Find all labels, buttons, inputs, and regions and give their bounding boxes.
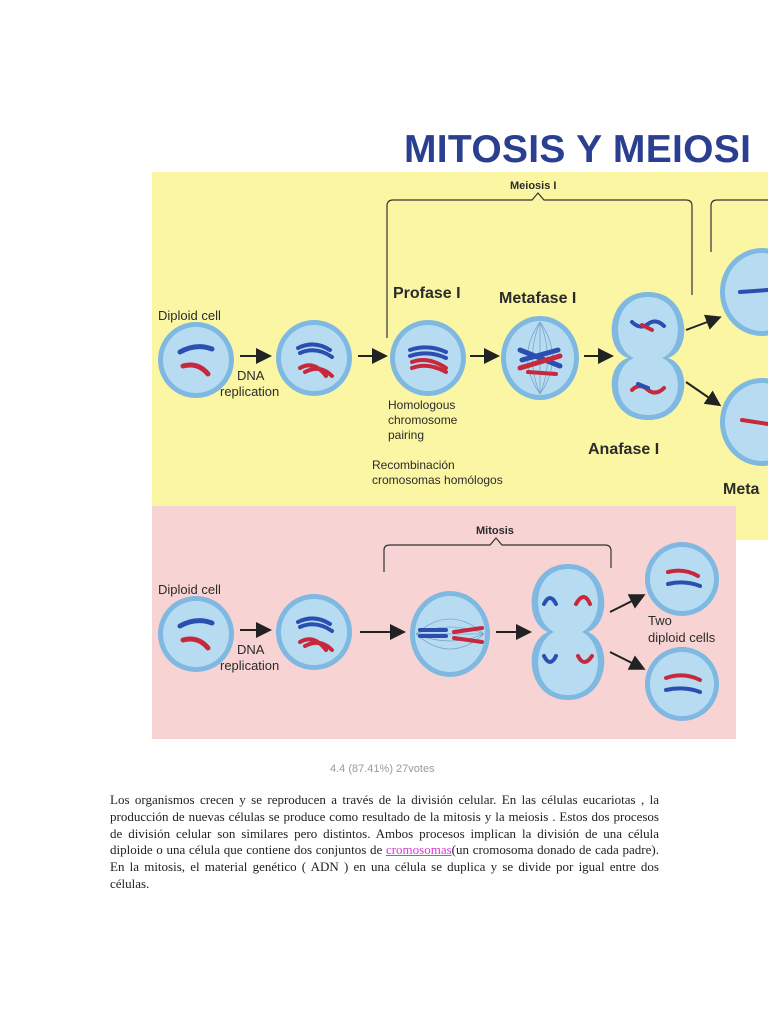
- article-part-1: Los organismos crecen y se reproducen a …: [110, 792, 659, 858]
- mitosis-diploid-cell: [158, 596, 234, 672]
- mitosis-replicated-cell: [276, 594, 352, 670]
- mitosis-dna-label: DNA: [237, 642, 265, 657]
- meiosis-dna-label: DNA: [237, 368, 265, 383]
- meiosis-ii-bracket: [710, 199, 768, 252]
- mitosis-replication-label: replication: [220, 658, 279, 673]
- diploid-cells-label: diploid cells: [648, 630, 716, 645]
- meiosis-diploid-label: Diploid cell: [158, 308, 221, 323]
- mitosis-diploid-label: Diploid cell: [158, 582, 221, 597]
- two-label: Two: [648, 613, 672, 628]
- metafase-ii-label-cut: Meta: [723, 481, 760, 498]
- anafase-label: Anafase I: [588, 441, 659, 458]
- meiosis-bracket: [386, 192, 693, 338]
- meiosis-daughter-cell-bottom: [720, 378, 768, 466]
- meiosis-anaphase-cell: [611, 292, 685, 420]
- cromosomas-link[interactable]: cromosomas: [385, 842, 452, 858]
- metafase-label: Metafase I: [499, 290, 576, 307]
- meiosis-pairing-cell: [390, 320, 466, 396]
- meiosis-replicated-cell: [276, 320, 352, 396]
- mitosis-header: Mitosis: [476, 525, 514, 537]
- article-part-2: (un cromosoma donado de cada padre). En …: [110, 842, 659, 891]
- mitosis-meiosis-diagram: Meiosis I Diploid cell DNA replication P…: [158, 180, 768, 721]
- mitosis-anaphase-cell: [531, 564, 605, 700]
- meiosis-replication-label: replication: [220, 384, 279, 399]
- meiosis-metaphase-cell: [501, 316, 579, 400]
- mitosis-metaphase-cell: [410, 591, 490, 677]
- mitosis-daughter-cell-top: [645, 542, 719, 616]
- homologous-label: Homologous: [388, 398, 455, 412]
- meiosis-daughter-cell-top: [720, 248, 768, 336]
- profase-label: Profase I: [393, 285, 461, 302]
- recomb-label-1: Recombinación: [372, 458, 455, 472]
- meiosis-panel-extension: [736, 506, 768, 540]
- rating-text: 4.4 (87.41%) 27votes: [330, 763, 435, 775]
- article-paragraph: Los organismos crecen y se reproducen a …: [110, 792, 659, 893]
- mitosis-bracket: [383, 537, 612, 572]
- chromosome-label: chromosome: [388, 413, 458, 427]
- pairing-label: pairing: [388, 428, 424, 442]
- meiosis-diploid-cell: [158, 322, 234, 398]
- diagram-title: MITOSIS Y MEIOSI: [404, 128, 752, 171]
- recomb-label-2: cromosomas homólogos: [372, 473, 503, 487]
- meiosis-header: Meiosis I: [510, 180, 556, 192]
- mitosis-daughter-cell-bottom: [645, 647, 719, 721]
